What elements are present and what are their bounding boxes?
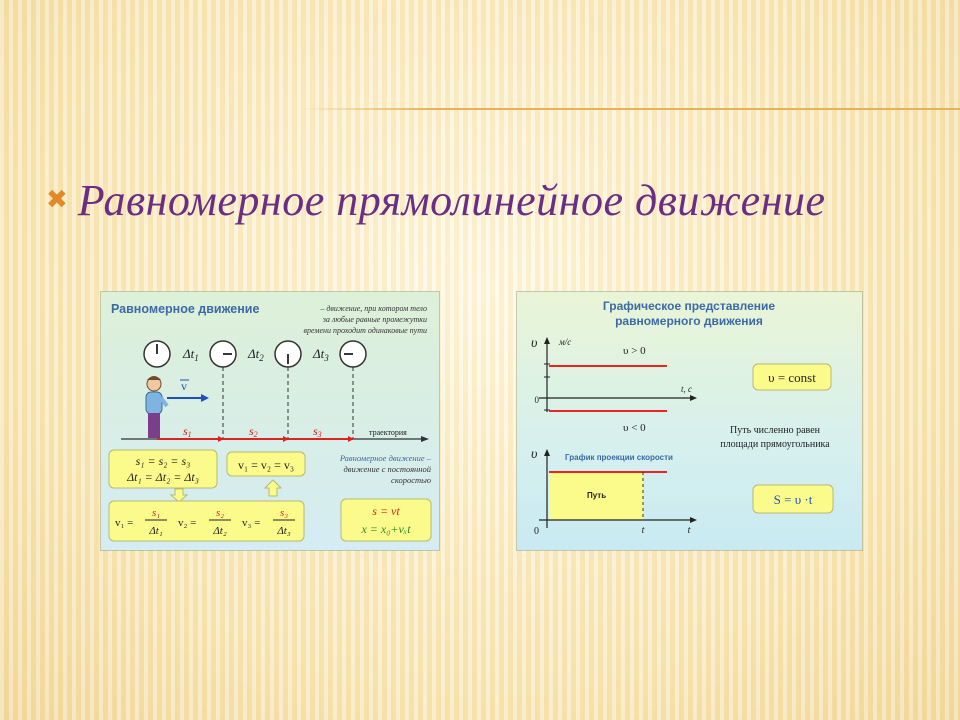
clock-icon (339, 340, 367, 368)
segment-label-3: s3 (313, 424, 322, 439)
fraction-num-2: s₂ (216, 507, 224, 519)
clock-icon (274, 340, 302, 368)
graph1-zero: 0 (535, 395, 540, 405)
slide-title: Равномерное прямолинейное движение (77, 175, 826, 225)
definition-line-1: – движение, при котором тело (319, 304, 427, 313)
formula-s: s = vt (372, 504, 400, 518)
path-note-1: Путь численно равен (730, 425, 821, 436)
formula-v2-label: v₂ = (178, 517, 196, 529)
positive-velocity-label: υ > 0 (623, 345, 646, 357)
equal-velocity-box (226, 451, 306, 477)
const-box (752, 363, 832, 391)
path-formula: S = υ ·t (774, 492, 813, 507)
x-bullet-icon: ✖ (46, 185, 68, 215)
equal-times-text: Δt₁ = Δt₂ = Δt₃ (126, 470, 199, 484)
fraction-den-3: Δt₃ (276, 525, 291, 537)
right-heading-2: равномерного движения (615, 314, 763, 328)
graph1-unit: м/с (558, 337, 571, 347)
segment-label-1: s1 (183, 424, 192, 439)
graph1-t-label: t, c (681, 384, 692, 394)
path-area (549, 472, 643, 520)
velocity-label: v (181, 379, 187, 393)
velocity-formulas-box (108, 500, 305, 542)
fraction-num-3: s₃ (280, 507, 288, 519)
formula-v1-label: v₁ = (115, 517, 133, 529)
fraction-den-2: Δt₂ (212, 525, 227, 537)
right-heading-1: Графическое представление (603, 299, 775, 313)
const-text: υ = const (768, 370, 816, 385)
graph2-zero: 0 (534, 526, 539, 537)
t-marker-label: t (642, 525, 645, 536)
dt-label-1: Δt1 (182, 346, 199, 363)
clock-icon (143, 340, 171, 368)
fraction-num-1: s₁ (152, 507, 160, 519)
clock-icon (209, 340, 237, 368)
graph-panel: Графическое представление равномерного д… (517, 292, 862, 550)
note-line-1: Равномерное движение – (339, 453, 432, 463)
title-row: ✖ Равномерное прямолинейное движение (46, 170, 826, 230)
equal-velocity-text: v₁ = v₂ = v₃ (238, 458, 294, 472)
person-figure-icon (145, 376, 169, 438)
definition-line-2: за любые равные промежутки (322, 315, 427, 324)
path-formula-box (752, 484, 834, 514)
graph2-t-label: t (688, 525, 691, 536)
path-note-2: площади прямоугольника (720, 439, 830, 450)
equal-paths-box (108, 449, 218, 489)
equal-paths-text: s₁ = s₂ = s₃ (136, 454, 191, 468)
graph1-v-label: υ (531, 336, 537, 351)
path-word: Путь (587, 491, 606, 500)
negative-velocity-label: υ < 0 (623, 422, 646, 434)
note-line-2: движение с постоянной (343, 464, 431, 474)
dt-label-3: Δt3 (312, 346, 329, 363)
fraction-den-1: Δt₁ (148, 525, 163, 537)
kinematics-box (340, 498, 432, 542)
decorative-top-line (300, 108, 960, 110)
formula-v3-label: v₃ = (242, 517, 260, 529)
dashed-markers (222, 367, 354, 439)
formula-x: x = x₀+vₓt (360, 522, 411, 536)
graph2-title: График проекции скорости (565, 453, 673, 462)
definition-line-3: времени проходит одинаковые пути (304, 326, 427, 335)
note-line-3: скоростью (391, 475, 431, 485)
uniform-motion-panel: Равномерное движение – движение, при кот… (101, 292, 439, 550)
segment-label-2: s2 (249, 424, 258, 439)
dt-label-2: Δt2 (247, 346, 264, 363)
trajectory-label: траектория (369, 428, 407, 437)
graph2-v-label: υ (531, 447, 537, 462)
left-heading: Равномерное движение (111, 302, 259, 316)
